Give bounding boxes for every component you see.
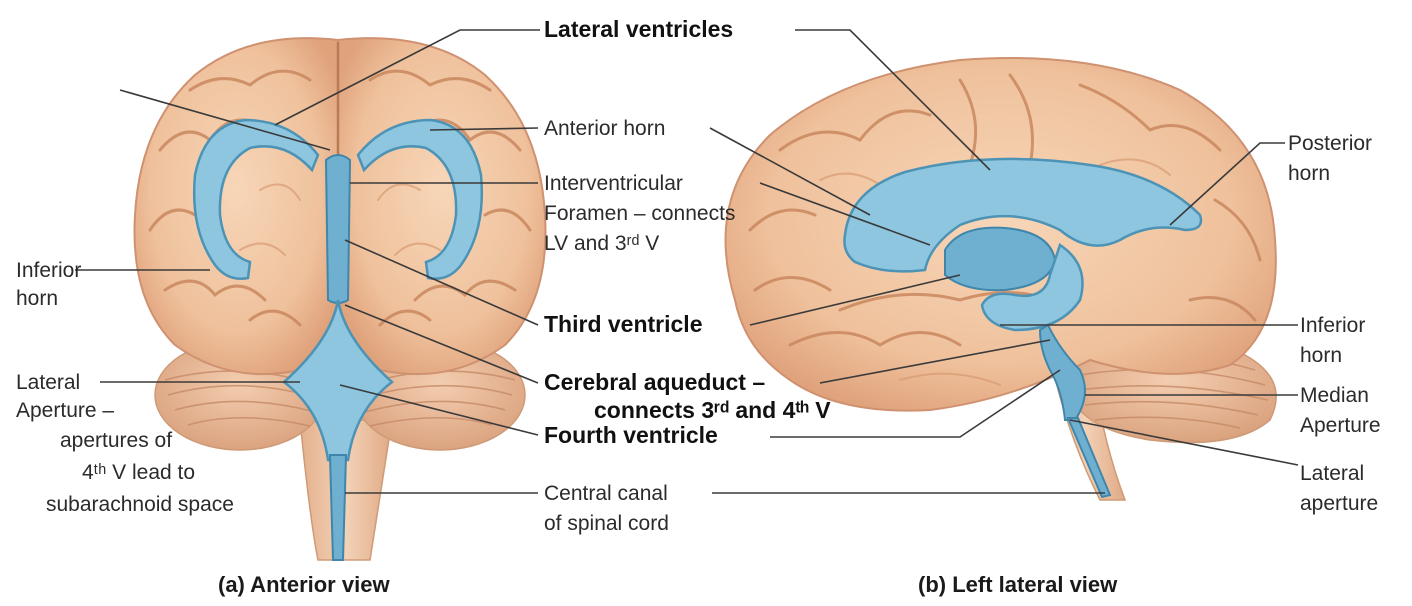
label-lateral-aperture-left-2: Aperture –	[16, 399, 114, 422]
label-interventricular-3: LV and 3ʳᵈ V	[544, 232, 659, 255]
label-cerebral-aqueduct-2: connects 3ʳᵈ and 4ᵗʰ V	[594, 397, 831, 423]
label-posterior-horn-1: Posterior	[1288, 132, 1372, 155]
label-inferior-horn-left-2: horn	[16, 287, 58, 310]
caption-anterior-view: (a) Anterior view	[218, 572, 390, 597]
label-central-canal-1: Central canal	[544, 482, 668, 505]
anterior-third-ventricle	[326, 155, 350, 303]
label-interventricular-2: Foramen – connects	[544, 202, 735, 225]
label-lateral-ventricles: Lateral ventricles	[544, 16, 733, 42]
lateral-third-ventricle	[945, 228, 1055, 291]
label-inferior-horn-left-1: Inferior	[16, 259, 81, 282]
anterior-view-illustration	[135, 38, 546, 560]
label-third-ventricle: Third ventricle	[544, 311, 702, 337]
lateral-view-illustration	[726, 58, 1277, 500]
label-lateral-aperture-left-1: Lateral	[16, 371, 80, 394]
label-inferior-horn-right-1: Inferior	[1300, 314, 1365, 337]
label-posterior-horn-2: horn	[1288, 162, 1330, 185]
label-lateral-aperture-right-2: aperture	[1300, 492, 1378, 515]
caption-lateral-view: (b) Left lateral view	[918, 572, 1118, 597]
label-anterior-horn: Anterior horn	[544, 117, 665, 140]
label-lateral-aperture-left-3: apertures of	[60, 429, 172, 452]
label-median-aperture-1: Median	[1300, 384, 1369, 407]
label-median-aperture-2: Aperture	[1300, 414, 1381, 437]
label-lateral-aperture-left-5: subarachnoid space	[46, 493, 234, 516]
label-fourth-ventricle: Fourth ventricle	[544, 422, 718, 448]
anterior-right-hemisphere	[338, 38, 546, 374]
label-central-canal-2: of spinal cord	[544, 512, 669, 535]
label-interventricular-1: Interventricular	[544, 172, 683, 195]
anterior-central-canal	[330, 455, 346, 560]
label-cerebral-aqueduct-1: Cerebral aqueduct –	[544, 369, 765, 395]
label-lateral-aperture-right-1: Lateral	[1300, 462, 1364, 485]
label-inferior-horn-right-2: horn	[1300, 344, 1342, 367]
label-lateral-aperture-left-4: 4ᵗʰ V lead to	[82, 461, 195, 484]
anterior-left-hemisphere	[135, 38, 339, 374]
